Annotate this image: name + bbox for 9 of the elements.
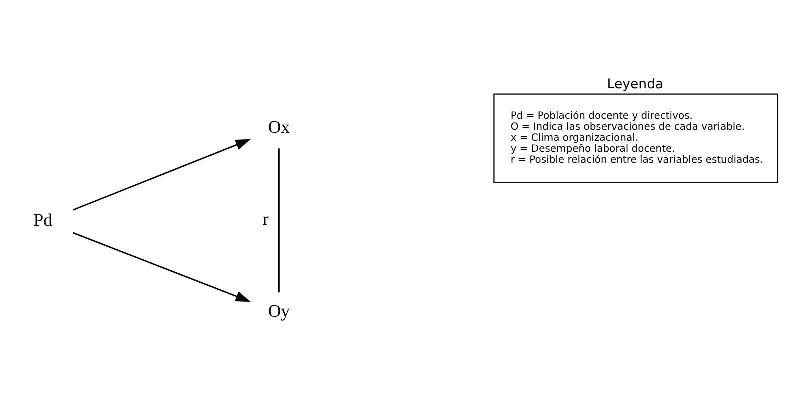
arrow (73, 232, 251, 302)
node-box: Pd = Población docente y directivos. O = Indica las observaciones de cada variable. x = Clima organizacional. y = Desempeño laboral docente. r = Posible relación entre las variables estudiadas. (494, 94, 779, 184)
node-label: Leyenda (607, 77, 664, 92)
node-text: Pd (34, 210, 52, 230)
arrow (73, 139, 251, 211)
edge-label: r (262, 208, 269, 229)
node-text: Ox (268, 116, 290, 137)
connector (278, 148, 280, 293)
node-text: Oy (268, 300, 290, 321)
